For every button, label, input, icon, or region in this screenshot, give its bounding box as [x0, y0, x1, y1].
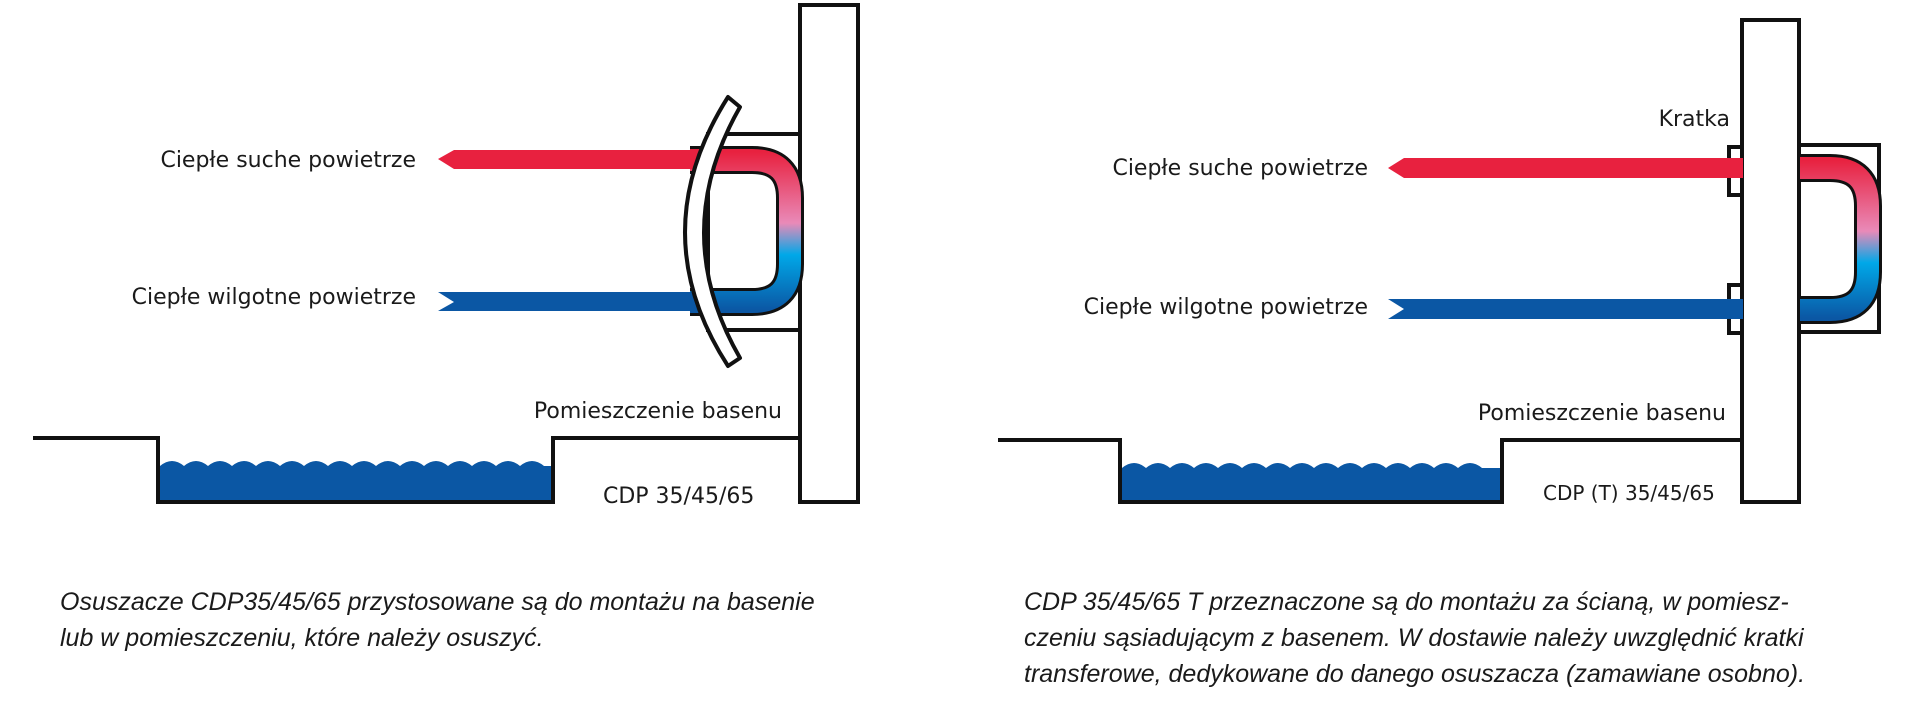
left-caption-line: lub w pomieszczeniu, które należy osuszy… [60, 624, 544, 652]
left-dry-air-label: Ciepłe suche powietrze [160, 148, 416, 173]
left-humid-air-arrow [438, 292, 710, 311]
right-caption-line: czeniu sąsiadującym z basenem. W dostawi… [1024, 624, 1804, 652]
right-dry-air-arrow [1388, 158, 1743, 178]
left-unit-cover [683, 95, 742, 368]
right-model-label: CDP (T) 35/45/65 [1543, 481, 1715, 505]
right-humid-air-arrow [1388, 299, 1743, 319]
right-caption-line: CDP 35/45/65 T przeznaczone są do montaż… [1024, 588, 1789, 616]
left-caption: Osuszacze CDP35/45/65 przystosowane są d… [60, 584, 880, 656]
right-pool-water [1122, 463, 1500, 500]
right-floor-outline [998, 438, 1742, 504]
left-floor-outline [33, 436, 800, 504]
right-wall [1740, 18, 1801, 504]
left-room-label: Pomieszczenie basenu [534, 399, 782, 424]
left-humid-air-label: Ciepłe wilgotne powietrze [132, 285, 416, 310]
right-room-label: Pomieszczenie basenu [1478, 401, 1726, 426]
left-pool-water [160, 461, 551, 500]
left-caption-line: Osuszacze CDP35/45/65 przystosowane są d… [60, 588, 815, 616]
right-caption: CDP 35/45/65 T przeznaczone są do montaż… [1024, 584, 1884, 692]
right-diagram: Kratka Ciepłe suche powietrze Ciepłe wil… [998, 18, 1882, 505]
right-caption-line: transferowe, dedykowane do danego osusza… [1024, 660, 1806, 688]
left-diagram: Ciepłe suche powietrze Ciepłe wilgotne p… [33, 3, 860, 509]
right-grille-label: Kratka [1659, 107, 1730, 132]
right-humid-air-label: Ciepłe wilgotne powietrze [1084, 295, 1368, 320]
right-dry-air-label: Ciepłe suche powietrze [1112, 156, 1368, 181]
left-wall [798, 3, 860, 504]
left-model-label: CDP 35/45/65 [603, 484, 754, 509]
left-dry-air-arrow [438, 150, 710, 169]
